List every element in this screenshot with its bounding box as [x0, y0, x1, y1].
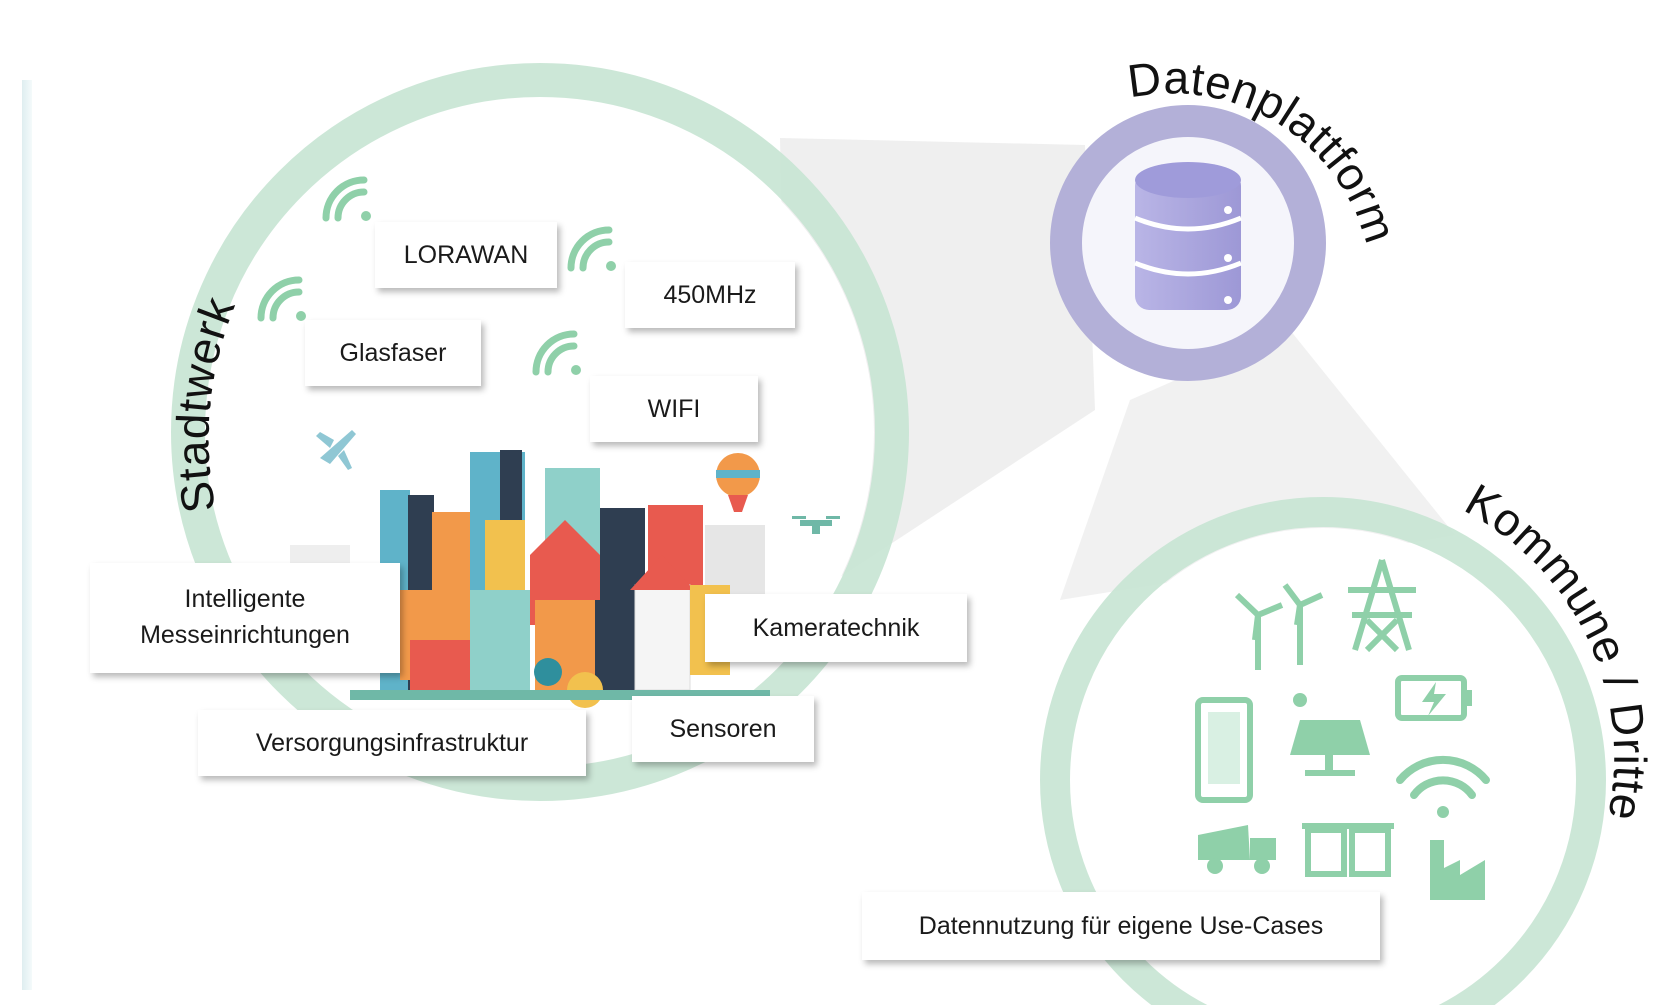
label-intelligente-messeinrichtungen: Intelligente Messeinrichtungen: [90, 563, 400, 673]
label-versorgungsinfrastruktur: Versorgungsinfrastruktur: [198, 710, 586, 776]
battery-charging-icon: [1395, 675, 1472, 721]
solar-panel-icon: [1290, 693, 1370, 776]
wind-turbine-icon: [1234, 583, 1324, 670]
drone-icon: [792, 516, 840, 534]
factory-icon: [1430, 840, 1485, 900]
airplane-icon: [316, 430, 356, 470]
label-lorawan: LORAWAN: [375, 222, 557, 288]
wifi-signal-icon: [532, 330, 581, 376]
label-sensoren: Sensoren: [632, 696, 814, 762]
label-wifi: WIFI: [590, 376, 758, 442]
database-icon: [1134, 162, 1242, 310]
wifi-signal-icon: [257, 276, 306, 322]
label-intelligente-line2: Messeinrichtungen: [140, 621, 350, 649]
trash-bins-icon: [1302, 823, 1394, 877]
stadtwerk-ring: [171, 63, 909, 801]
kommune-ring: [1040, 497, 1606, 1005]
smartphone-icon: [1195, 697, 1253, 803]
label-datennutzung: Datennutzung für eigene Use-Cases: [862, 892, 1380, 960]
label-intelligente-line1: Intelligente: [184, 585, 306, 613]
wifi-signal-icon: [567, 226, 616, 272]
label-glasfaser: Glasfaser: [305, 320, 481, 386]
label-kameratechnik: Kameratechnik: [705, 594, 967, 662]
hot-air-balloon-icon: [716, 453, 760, 512]
truck-icon: [1198, 825, 1276, 874]
left-accent-bar: [22, 80, 32, 990]
wifi-signal-icon: [322, 176, 371, 222]
wifi-icon: [1396, 755, 1490, 818]
label-450mhz: 450MHz: [625, 262, 795, 328]
power-pylon-icon: [1348, 559, 1416, 653]
